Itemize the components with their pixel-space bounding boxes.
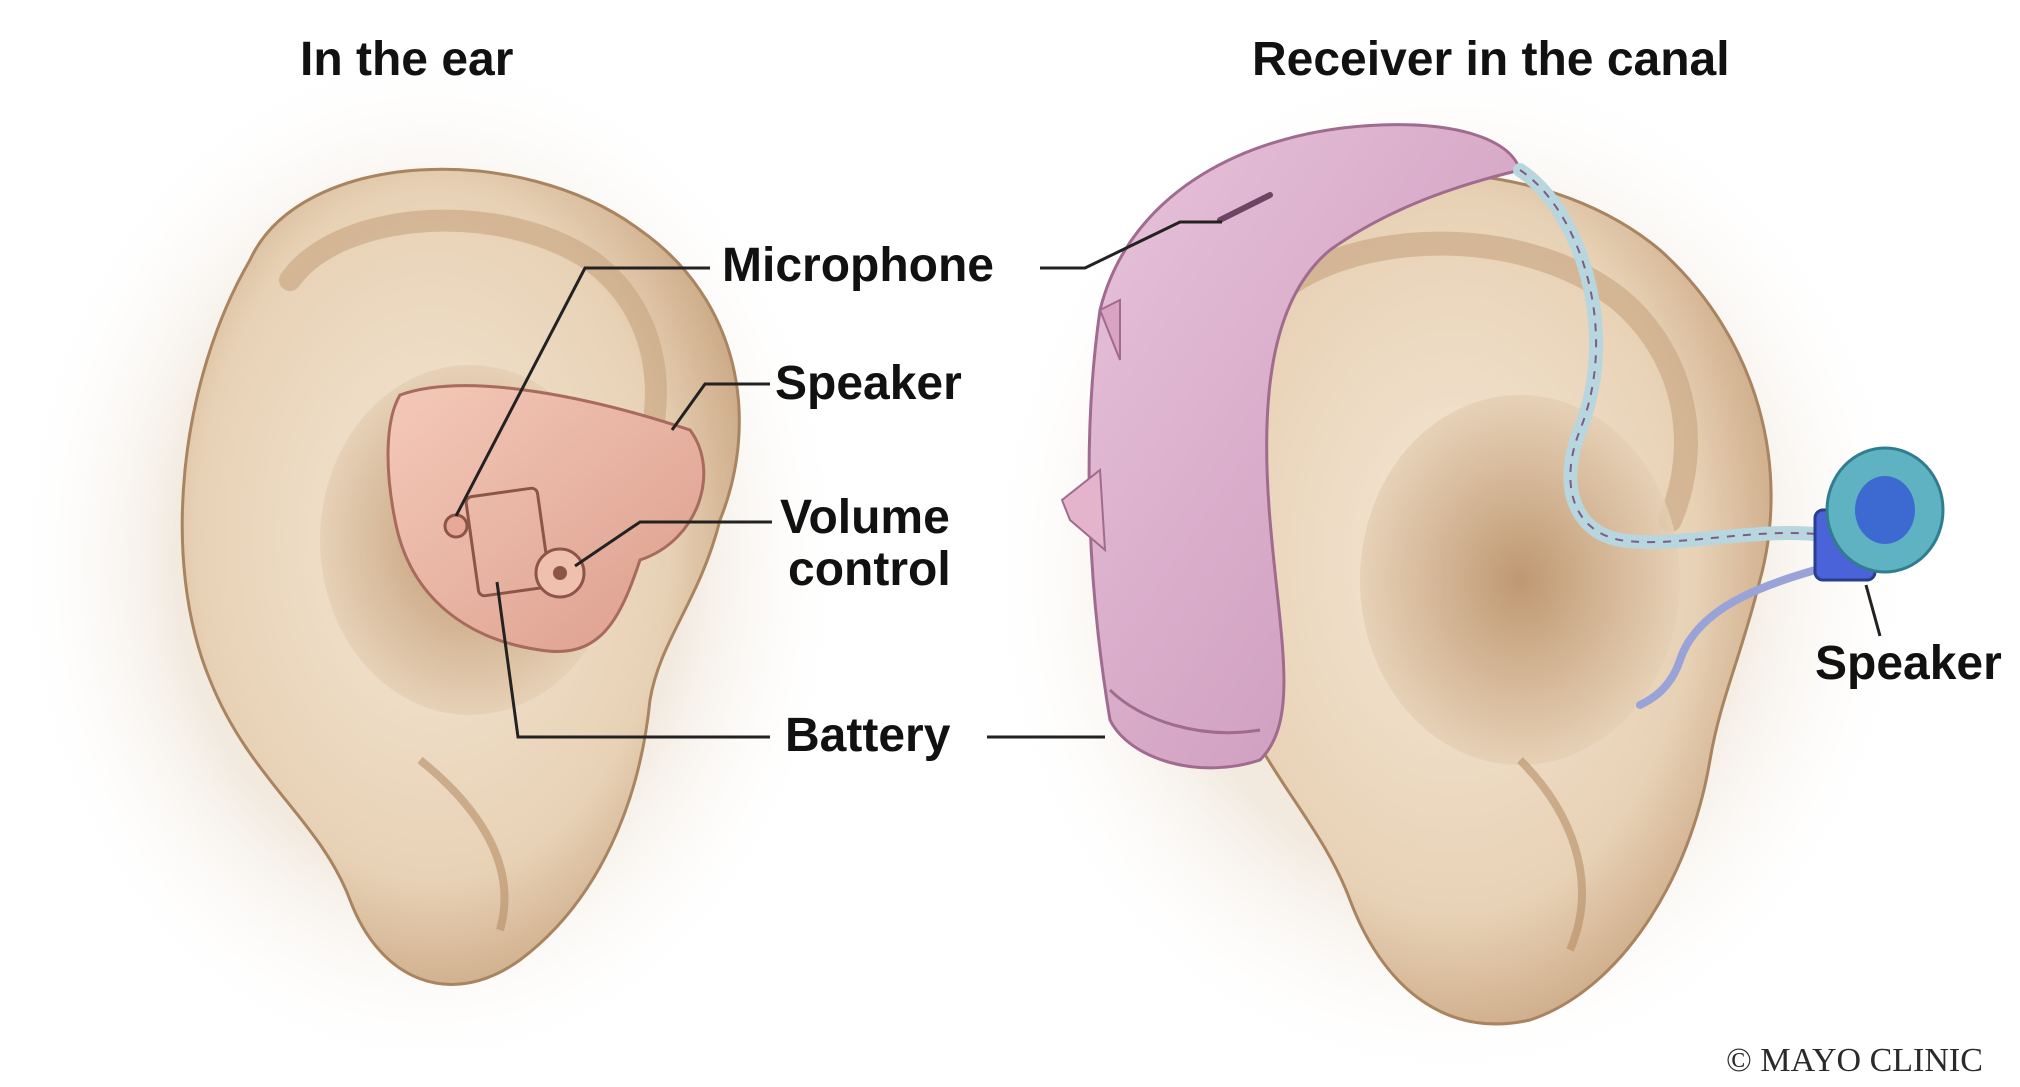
label-battery: Battery xyxy=(785,712,950,760)
left-ear xyxy=(10,40,850,1080)
ite-microphone-port xyxy=(445,515,467,537)
right-ear xyxy=(980,50,1943,1087)
label-speaker-right: Speaker xyxy=(1815,640,2002,688)
label-speaker-left: Speaker xyxy=(775,360,962,408)
label-volume-line1: Volume xyxy=(780,494,951,542)
title-receiver-in-the-canal: Receiver in the canal xyxy=(1252,36,1730,84)
label-volume-line2: control xyxy=(780,546,951,594)
title-in-the-ear: In the ear xyxy=(300,36,513,84)
right-ear-concha xyxy=(1360,395,1680,765)
label-volume-control: Volume control xyxy=(780,494,951,594)
label-microphone: Microphone xyxy=(722,242,994,290)
copyright-notice: © MAYO CLINIC xyxy=(1726,1042,1983,1080)
